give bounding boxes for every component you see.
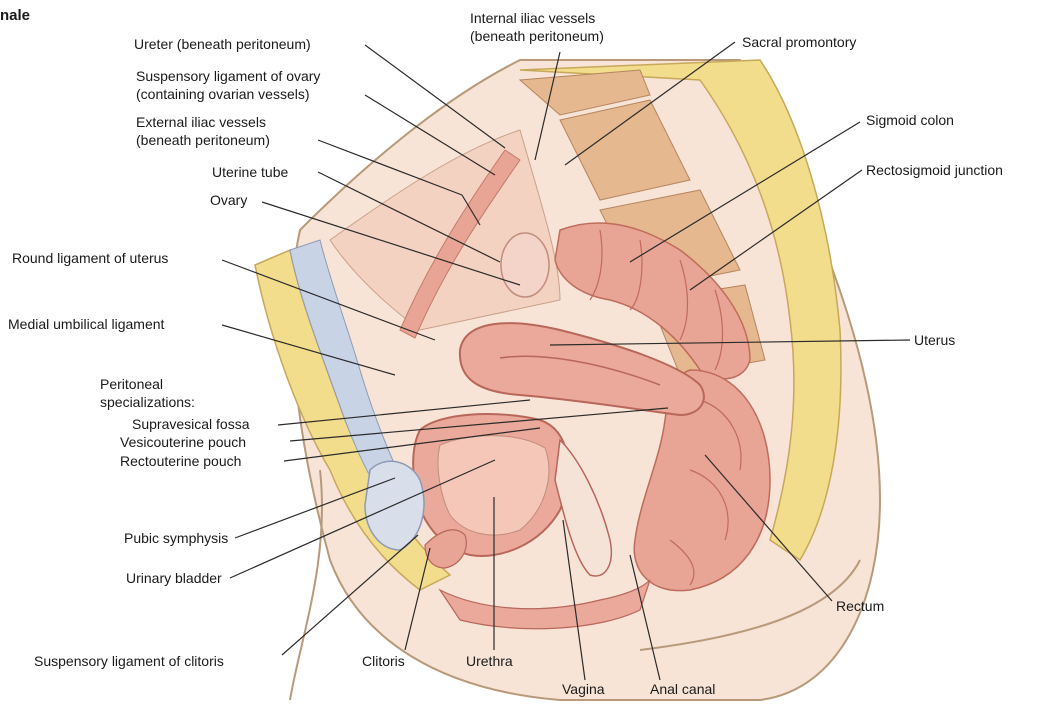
label-suspensory-ovary-1: Suspensory ligament of ovary xyxy=(136,68,320,84)
label-vesicouterine: Vesicouterine pouch xyxy=(120,434,246,450)
label-external-iliac-2: (beneath peritoneum) xyxy=(136,132,270,148)
label-vagina: Vagina xyxy=(562,681,605,697)
label-sacral-promontory: Sacral promontory xyxy=(742,34,856,50)
label-supravesical: Supravesical fossa xyxy=(132,416,250,432)
label-internal-iliac-1: Internal iliac vessels xyxy=(470,10,595,26)
label-suspensory-ovary-2: (containing ovarian vessels) xyxy=(136,86,310,102)
label-sigmoid-colon: Sigmoid colon xyxy=(866,112,954,128)
label-anal-canal: Anal canal xyxy=(650,681,715,697)
figure-title: nale xyxy=(0,8,30,24)
ovary xyxy=(501,233,549,297)
label-pubic-symphysis: Pubic symphysis xyxy=(124,530,228,546)
label-uterus: Uterus xyxy=(914,332,955,348)
label-rectosigmoid: Rectosigmoid junction xyxy=(866,162,1003,178)
label-urethra: Urethra xyxy=(466,653,513,669)
label-clitoris: Clitoris xyxy=(362,653,405,669)
label-peritoneal-1: Peritoneal xyxy=(100,376,163,392)
label-rectum: Rectum xyxy=(836,598,884,614)
label-internal-iliac-2: (beneath peritoneum) xyxy=(470,28,604,44)
label-ovary: Ovary xyxy=(210,192,247,208)
label-external-iliac-1: External iliac vessels xyxy=(136,114,266,130)
label-medial-umbilical: Medial umbilical ligament xyxy=(8,316,164,332)
label-round-ligament: Round ligament of uterus xyxy=(12,250,168,266)
label-suspensory-clitoris: Suspensory ligament of clitoris xyxy=(34,653,224,669)
label-peritoneal-2: specializations: xyxy=(100,394,195,410)
label-urinary-bladder: Urinary bladder xyxy=(126,570,222,586)
label-ureter: Ureter (beneath peritoneum) xyxy=(134,36,311,52)
label-uterine-tube: Uterine tube xyxy=(212,164,288,180)
label-rectouterine: Rectouterine pouch xyxy=(120,453,241,469)
